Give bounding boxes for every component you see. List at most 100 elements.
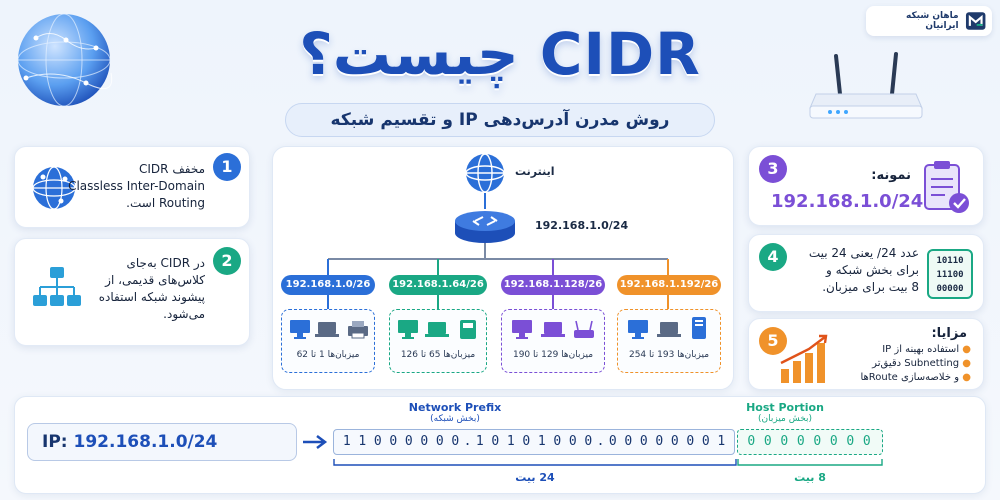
benefit-item: ● استفاده بهینه از IP <box>882 344 971 355</box>
bit: 0 <box>862 434 871 449</box>
bit: 0 <box>568 434 577 449</box>
bit: 0 <box>553 434 562 449</box>
card-1-text: مخفف CIDR Classless Inter-Domain Routing… <box>68 162 205 210</box>
bit: 0 <box>796 434 805 449</box>
brand-name: ماهان شبکه ایرانیان <box>905 11 959 31</box>
bit: 0 <box>813 434 822 449</box>
bit: 1 <box>358 434 367 449</box>
card-3-label: نمونه: <box>871 168 911 183</box>
network-prefix-label: Network Prefix (بخش شبکه) <box>408 401 502 424</box>
bit: 0 <box>420 434 429 449</box>
network-bracket <box>333 459 737 466</box>
ip-display: IP: 192.168.1.0/24 <box>27 423 297 461</box>
info-card-3: 3 نمونه: 192.168.1.0/24 <box>748 146 984 226</box>
card-5-label: مزایا: <box>931 326 967 341</box>
clipboard-check-icon <box>924 161 969 213</box>
bit: 0 <box>639 434 648 449</box>
bit: 0 <box>389 434 398 449</box>
bit: 0 <box>373 434 382 449</box>
host-range: میزبان‌ها 193 تا 254 <box>628 350 710 360</box>
network-diagram: اینترنت 192.168.1.0/24 192.168.1.0/26 19… <box>272 146 734 390</box>
step-badge-1: 1 <box>213 153 241 181</box>
info-card-1: 1 مخفف CIDR Classless Inter-Domain Routi… <box>14 146 250 228</box>
benefit-item: ● Subnetting دقیق‌تر <box>872 358 971 369</box>
host-range: میزبان‌ها 65 تا 126 <box>400 350 476 360</box>
bit: 0 <box>584 434 593 449</box>
host-range: میزبان‌ها 129 تا 190 <box>512 350 594 360</box>
bit: 0 <box>435 434 444 449</box>
router-icon <box>455 211 515 243</box>
bit-separator: . <box>463 434 472 449</box>
subnet-label: 192.168.1.0/26 <box>281 275 375 295</box>
subnet-box: میزبان‌ها 193 تا 254 <box>617 309 721 373</box>
globe-network-icon <box>32 166 76 210</box>
subnet-box: میزبان‌ها 1 تا 62 <box>281 309 375 373</box>
host-bracket <box>737 459 883 466</box>
step-badge-3: 3 <box>759 155 787 183</box>
bit: 0 <box>780 434 789 449</box>
page-subtitle: روش مدرن آدرس‌دهی IP و تقسیم شبکه <box>285 103 715 137</box>
bit: 0 <box>701 434 710 449</box>
bit: 0 <box>608 434 617 449</box>
step-badge-4: 4 <box>759 243 787 271</box>
bit: 0 <box>670 434 679 449</box>
brand-logo-icon <box>965 12 986 30</box>
binary-icon: 10110 11100 00000 <box>927 249 973 299</box>
devices-icons <box>290 320 368 339</box>
subnet-label: 192.168.1.128/26 <box>501 275 605 295</box>
bit: 0 <box>522 434 531 449</box>
host-bits-count: 8 بیت <box>794 471 826 484</box>
benefit-item: ● و خلاصه‌سازی Routeها <box>860 372 971 383</box>
bit: 0 <box>491 434 500 449</box>
ip-label: IP: <box>42 432 68 452</box>
bit: 1 <box>506 434 515 449</box>
subnet-box: میزبان‌ها 65 تا 126 <box>389 309 487 373</box>
binary-breakdown: IP: 192.168.1.0/24 Network Prefix (بخش ش… <box>14 396 986 494</box>
hierarchy-icon <box>33 267 81 306</box>
bit: 0 <box>404 434 413 449</box>
bit: 1 <box>717 434 726 449</box>
diagram-connectors <box>327 193 669 309</box>
ip-value: 192.168.1.0/24 <box>73 432 218 452</box>
bit: 0 <box>624 434 633 449</box>
devices-icons <box>628 317 706 339</box>
internet-icon <box>465 153 505 193</box>
devices-icons <box>398 320 476 339</box>
info-card-5: 5 مزایا: ● استفاده بهینه از IP ● Subnett… <box>748 318 984 390</box>
bit: 0 <box>451 434 460 449</box>
brand-logo-box[interactable]: ماهان شبکه ایرانیان <box>866 6 992 36</box>
subnet-label: 192.168.1.64/26 <box>389 275 487 295</box>
network-bits-count: 24 بیت <box>515 471 555 484</box>
globe-illustration <box>17 13 113 107</box>
bit: 0 <box>686 434 695 449</box>
subnet-label: 192.168.1.192/26 <box>617 275 721 295</box>
bit: 0 <box>747 434 756 449</box>
host-range: میزبان‌ها 1 تا 62 <box>296 350 360 360</box>
host-portion-label: Host Portion (بخش میزبان) <box>746 401 824 424</box>
router-illustration <box>809 52 923 119</box>
card-5-list: ● استفاده بهینه از IP ● Subnetting دقیق‌… <box>831 343 971 385</box>
bit: 1 <box>537 434 546 449</box>
router-network-label: 192.168.1.0/24 <box>535 219 629 232</box>
page-title: CIDR چیست؟ <box>299 20 701 88</box>
card-3-value: 192.168.1.0/24 <box>771 191 924 212</box>
card-4-text: عدد 24/ یعنی 24 بیت برای بخش شبکه و 8 بی… <box>808 246 919 294</box>
bit: 0 <box>829 434 838 449</box>
bit: 0 <box>846 434 855 449</box>
host-bits-box <box>737 429 883 455</box>
subnet-box: میزبان‌ها 129 تا 190 <box>501 309 605 373</box>
growth-chart-icon <box>780 334 828 383</box>
bit: 1 <box>342 434 351 449</box>
info-card-4: 4 10110 11100 00000 عدد 24/ یعنی 24 بیت … <box>748 234 984 312</box>
step-badge-5: 5 <box>759 327 787 355</box>
info-card-2: 2 در CIDR به‌جای کلاس‌های قدیمی، از پیشو… <box>14 238 250 346</box>
bit: 0 <box>763 434 772 449</box>
bit: 0 <box>655 434 664 449</box>
bit: 1 <box>475 434 484 449</box>
network-bits-box <box>333 429 735 455</box>
bit-separator: . <box>596 434 605 449</box>
step-badge-2: 2 <box>213 247 241 275</box>
card-2-text: در CIDR به‌جای کلاس‌های قدیمی، از پیشوند… <box>98 256 205 321</box>
